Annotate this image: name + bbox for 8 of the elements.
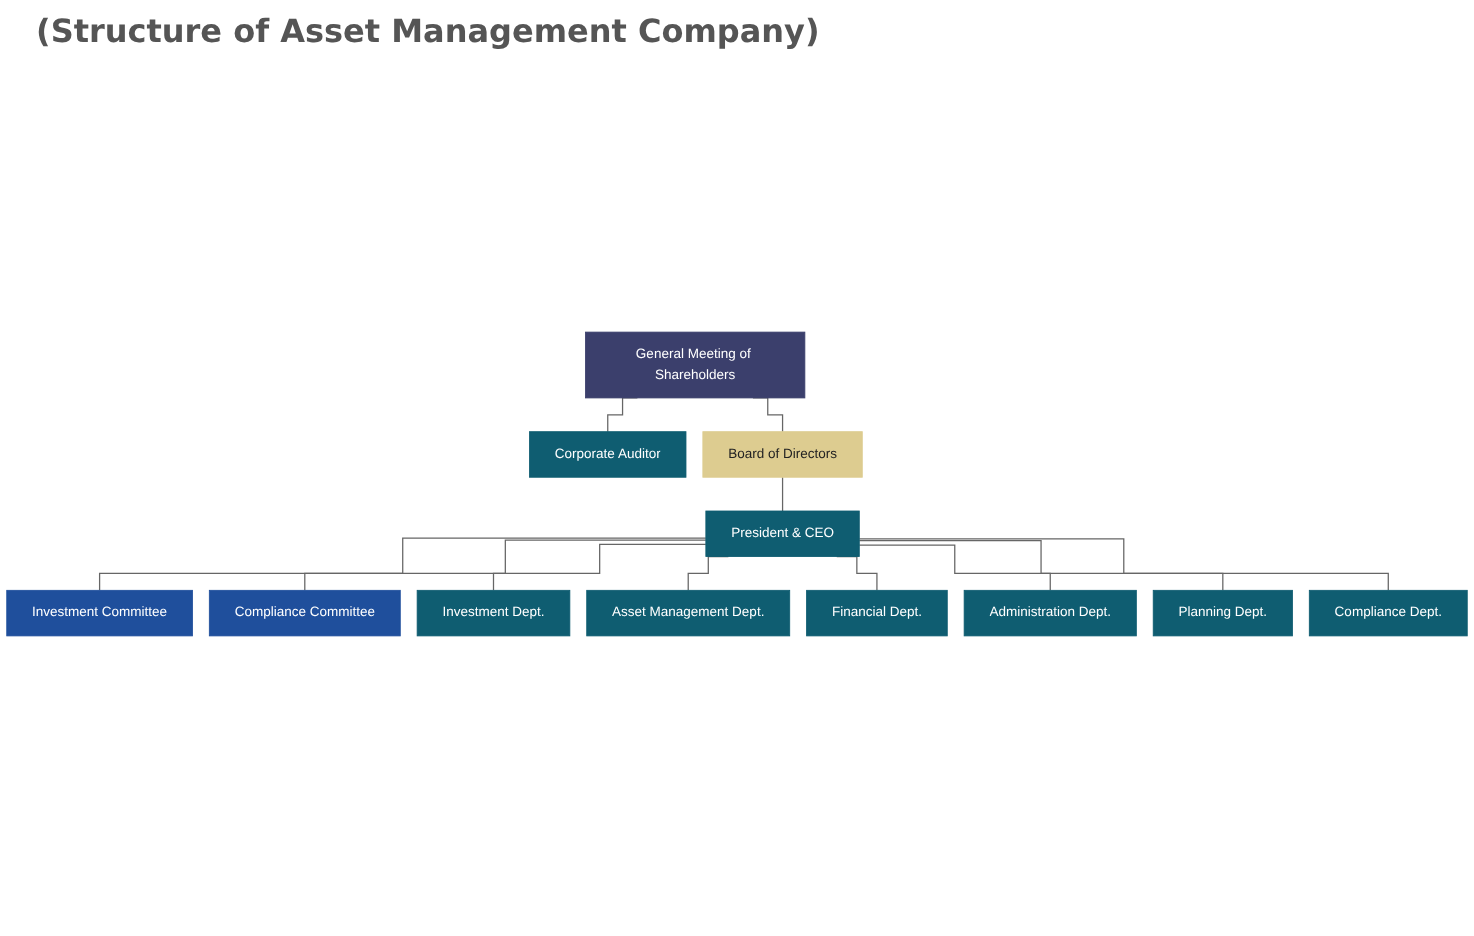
connector bbox=[98, 537, 707, 591]
connector bbox=[781, 476, 784, 512]
connector bbox=[858, 538, 1389, 591]
connector bbox=[858, 544, 1051, 591]
connector bbox=[492, 543, 707, 591]
connector bbox=[858, 540, 1224, 591]
connector bbox=[304, 539, 707, 591]
diagram-title: (Structure of Asset Management Company) bbox=[34, 10, 822, 54]
